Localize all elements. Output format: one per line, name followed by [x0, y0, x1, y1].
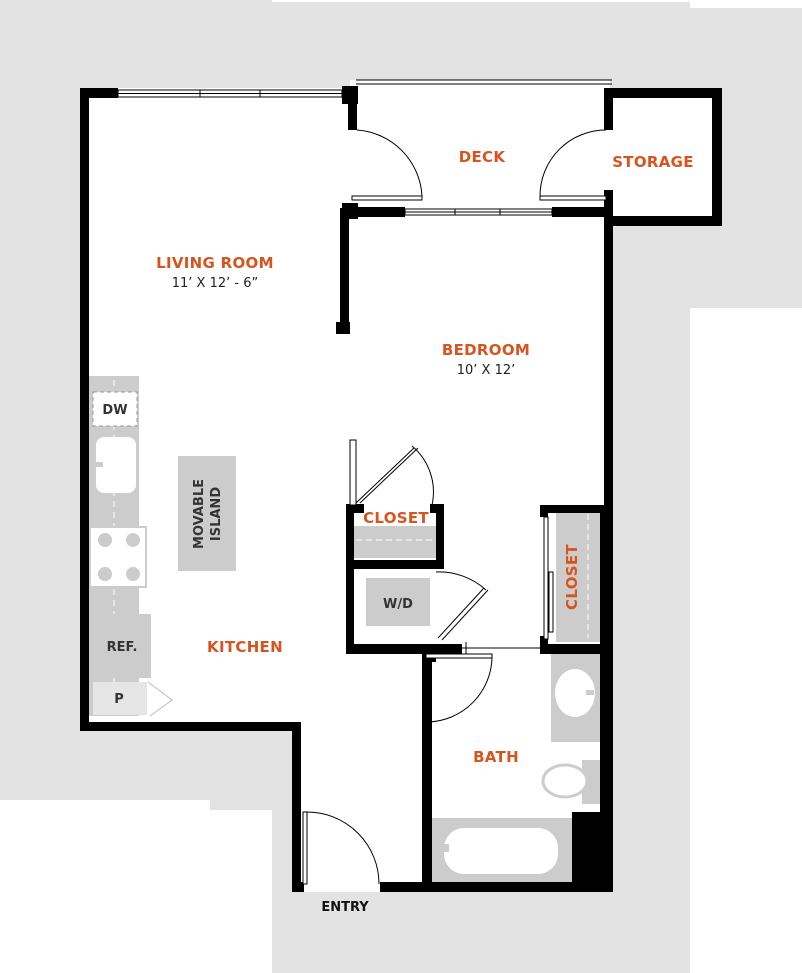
kitchen-label: KITCHEN [207, 638, 283, 656]
cooktop [89, 526, 147, 588]
island-label-line1: MOVABLE [192, 479, 207, 549]
washer-dryer-label: W/D [383, 597, 413, 612]
bedroom-dimensions: 10’ X 12’ [457, 363, 516, 378]
bedroom-label: BEDROOM [442, 341, 530, 359]
hall-closet-shelf [354, 526, 436, 558]
bath-label: BATH [473, 748, 519, 766]
refrigerator: REF. [89, 614, 151, 678]
toilet [541, 760, 604, 804]
movable-island: MOVABLE ISLAND [178, 456, 236, 571]
island-label-line2: ISLAND [209, 487, 224, 541]
doors [302, 129, 607, 885]
bath-vanity [551, 650, 603, 742]
bedroom-closet-shelf [556, 510, 602, 642]
living-room-dimensions: 11’ X 12’ - 6” [172, 276, 258, 291]
deck-label: DECK [459, 148, 507, 166]
walls [80, 86, 722, 892]
refrigerator-label: REF. [107, 640, 138, 655]
storage-label: STORAGE [612, 153, 694, 171]
windows [117, 79, 612, 216]
washer-dryer: W/D [366, 578, 430, 626]
pantry-label: P [114, 692, 124, 707]
room-labels: LIVING ROOM 11’ X 12’ - 6” BEDROOM 10’ X… [156, 148, 694, 766]
living-room-label: LIVING ROOM [156, 254, 274, 272]
dishwasher-label: DW [102, 403, 127, 418]
dishwasher: DW [92, 391, 138, 427]
bathtub [432, 818, 572, 884]
hall-closet-label: CLOSET [363, 509, 429, 527]
entry-label: ENTRY [321, 900, 369, 915]
bedroom-closet-label: CLOSET [563, 544, 581, 610]
pantry: P [93, 681, 173, 717]
kitchen-sink [96, 437, 136, 493]
